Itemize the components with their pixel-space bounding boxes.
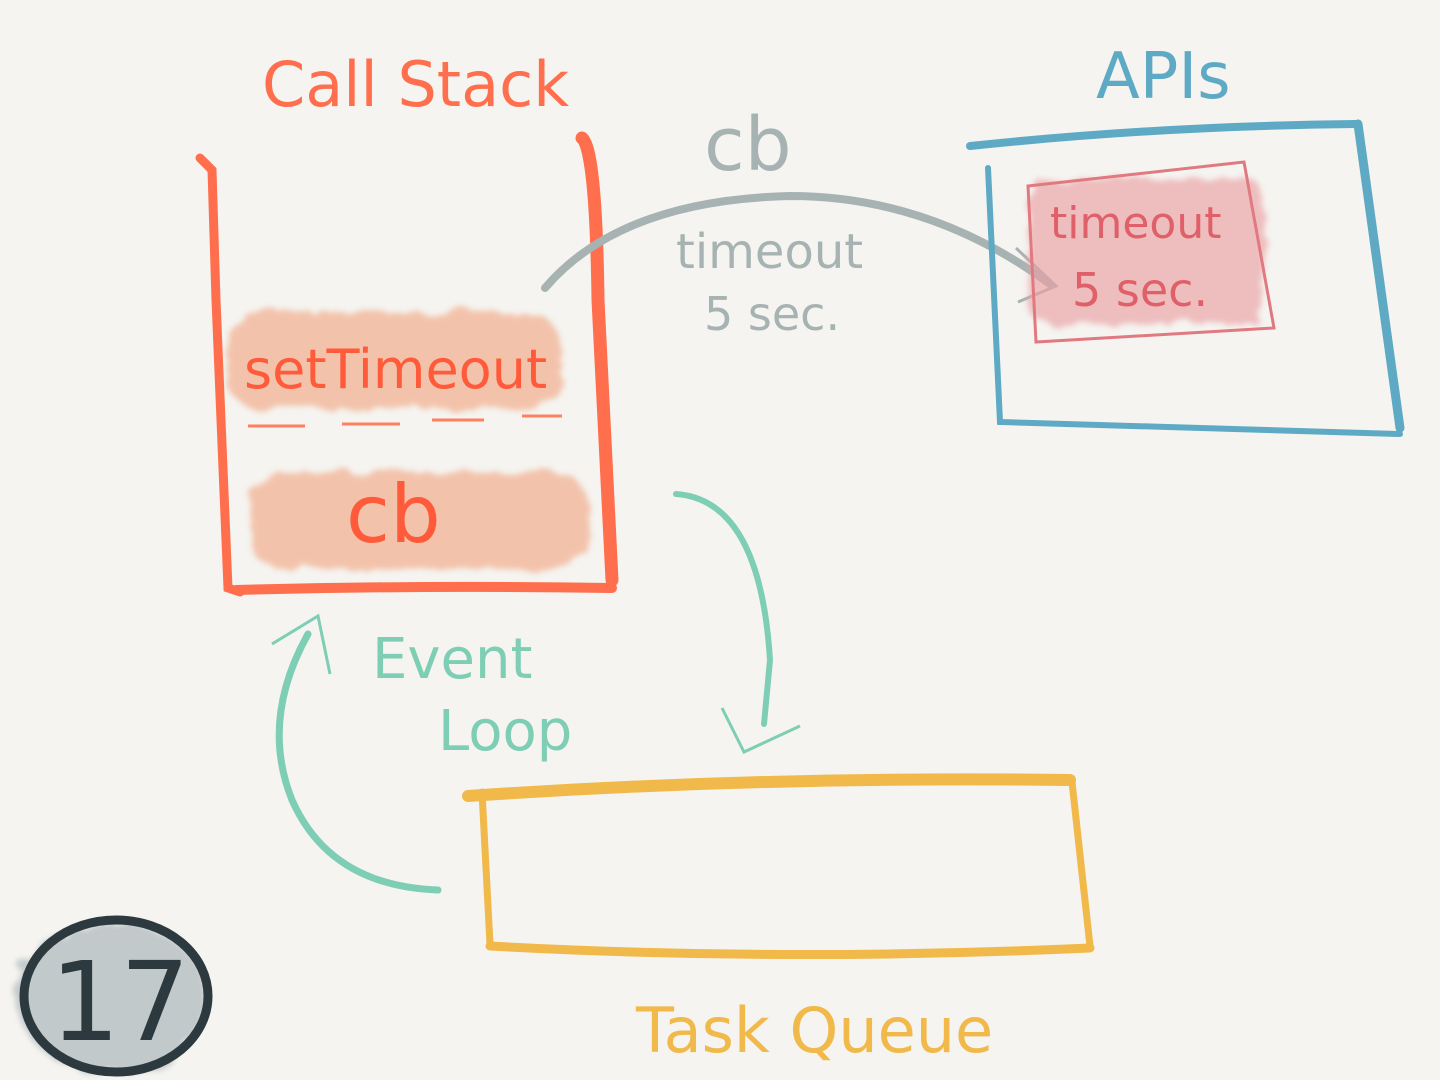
arrow-head-icon: [271, 613, 332, 675]
stack-frame-cb: cb: [250, 468, 586, 568]
call-stack-container: [195, 131, 619, 597]
transfer-note-line1: timeout: [676, 224, 863, 280]
task-queue-container: [462, 773, 1095, 960]
apis-title: APIs: [1096, 40, 1231, 114]
transfer-note-line2: 5 sec.: [704, 287, 840, 341]
call-stack-title: Call Stack: [262, 48, 569, 121]
api-timer-line2: 5 sec.: [1072, 263, 1208, 317]
stack-frame-label: setTimeout: [244, 338, 547, 401]
stack-frame-label: cb: [346, 468, 441, 561]
slide-number-badge: 17: [16, 915, 213, 1077]
task-queue-title: Task Queue: [635, 994, 993, 1067]
stack-frame-settimeout: setTimeout: [228, 312, 558, 408]
to-stack-arrow: [275, 630, 442, 894]
api-timer: timeout 5 sec.: [1026, 160, 1276, 344]
transfer-arrow-label: cb: [704, 102, 792, 188]
api-timer-line1: timeout: [1050, 198, 1221, 249]
arrow-head-icon: [720, 707, 801, 754]
transfer-arrow: [541, 191, 1054, 292]
to-queue-arrow: [673, 491, 774, 727]
event-loop-line2: Loop: [438, 699, 572, 764]
apis-container: [966, 119, 1405, 437]
frame-divider: [248, 414, 562, 428]
slide-number: 17: [50, 938, 190, 1066]
event-loop-line1: Event: [372, 627, 532, 692]
